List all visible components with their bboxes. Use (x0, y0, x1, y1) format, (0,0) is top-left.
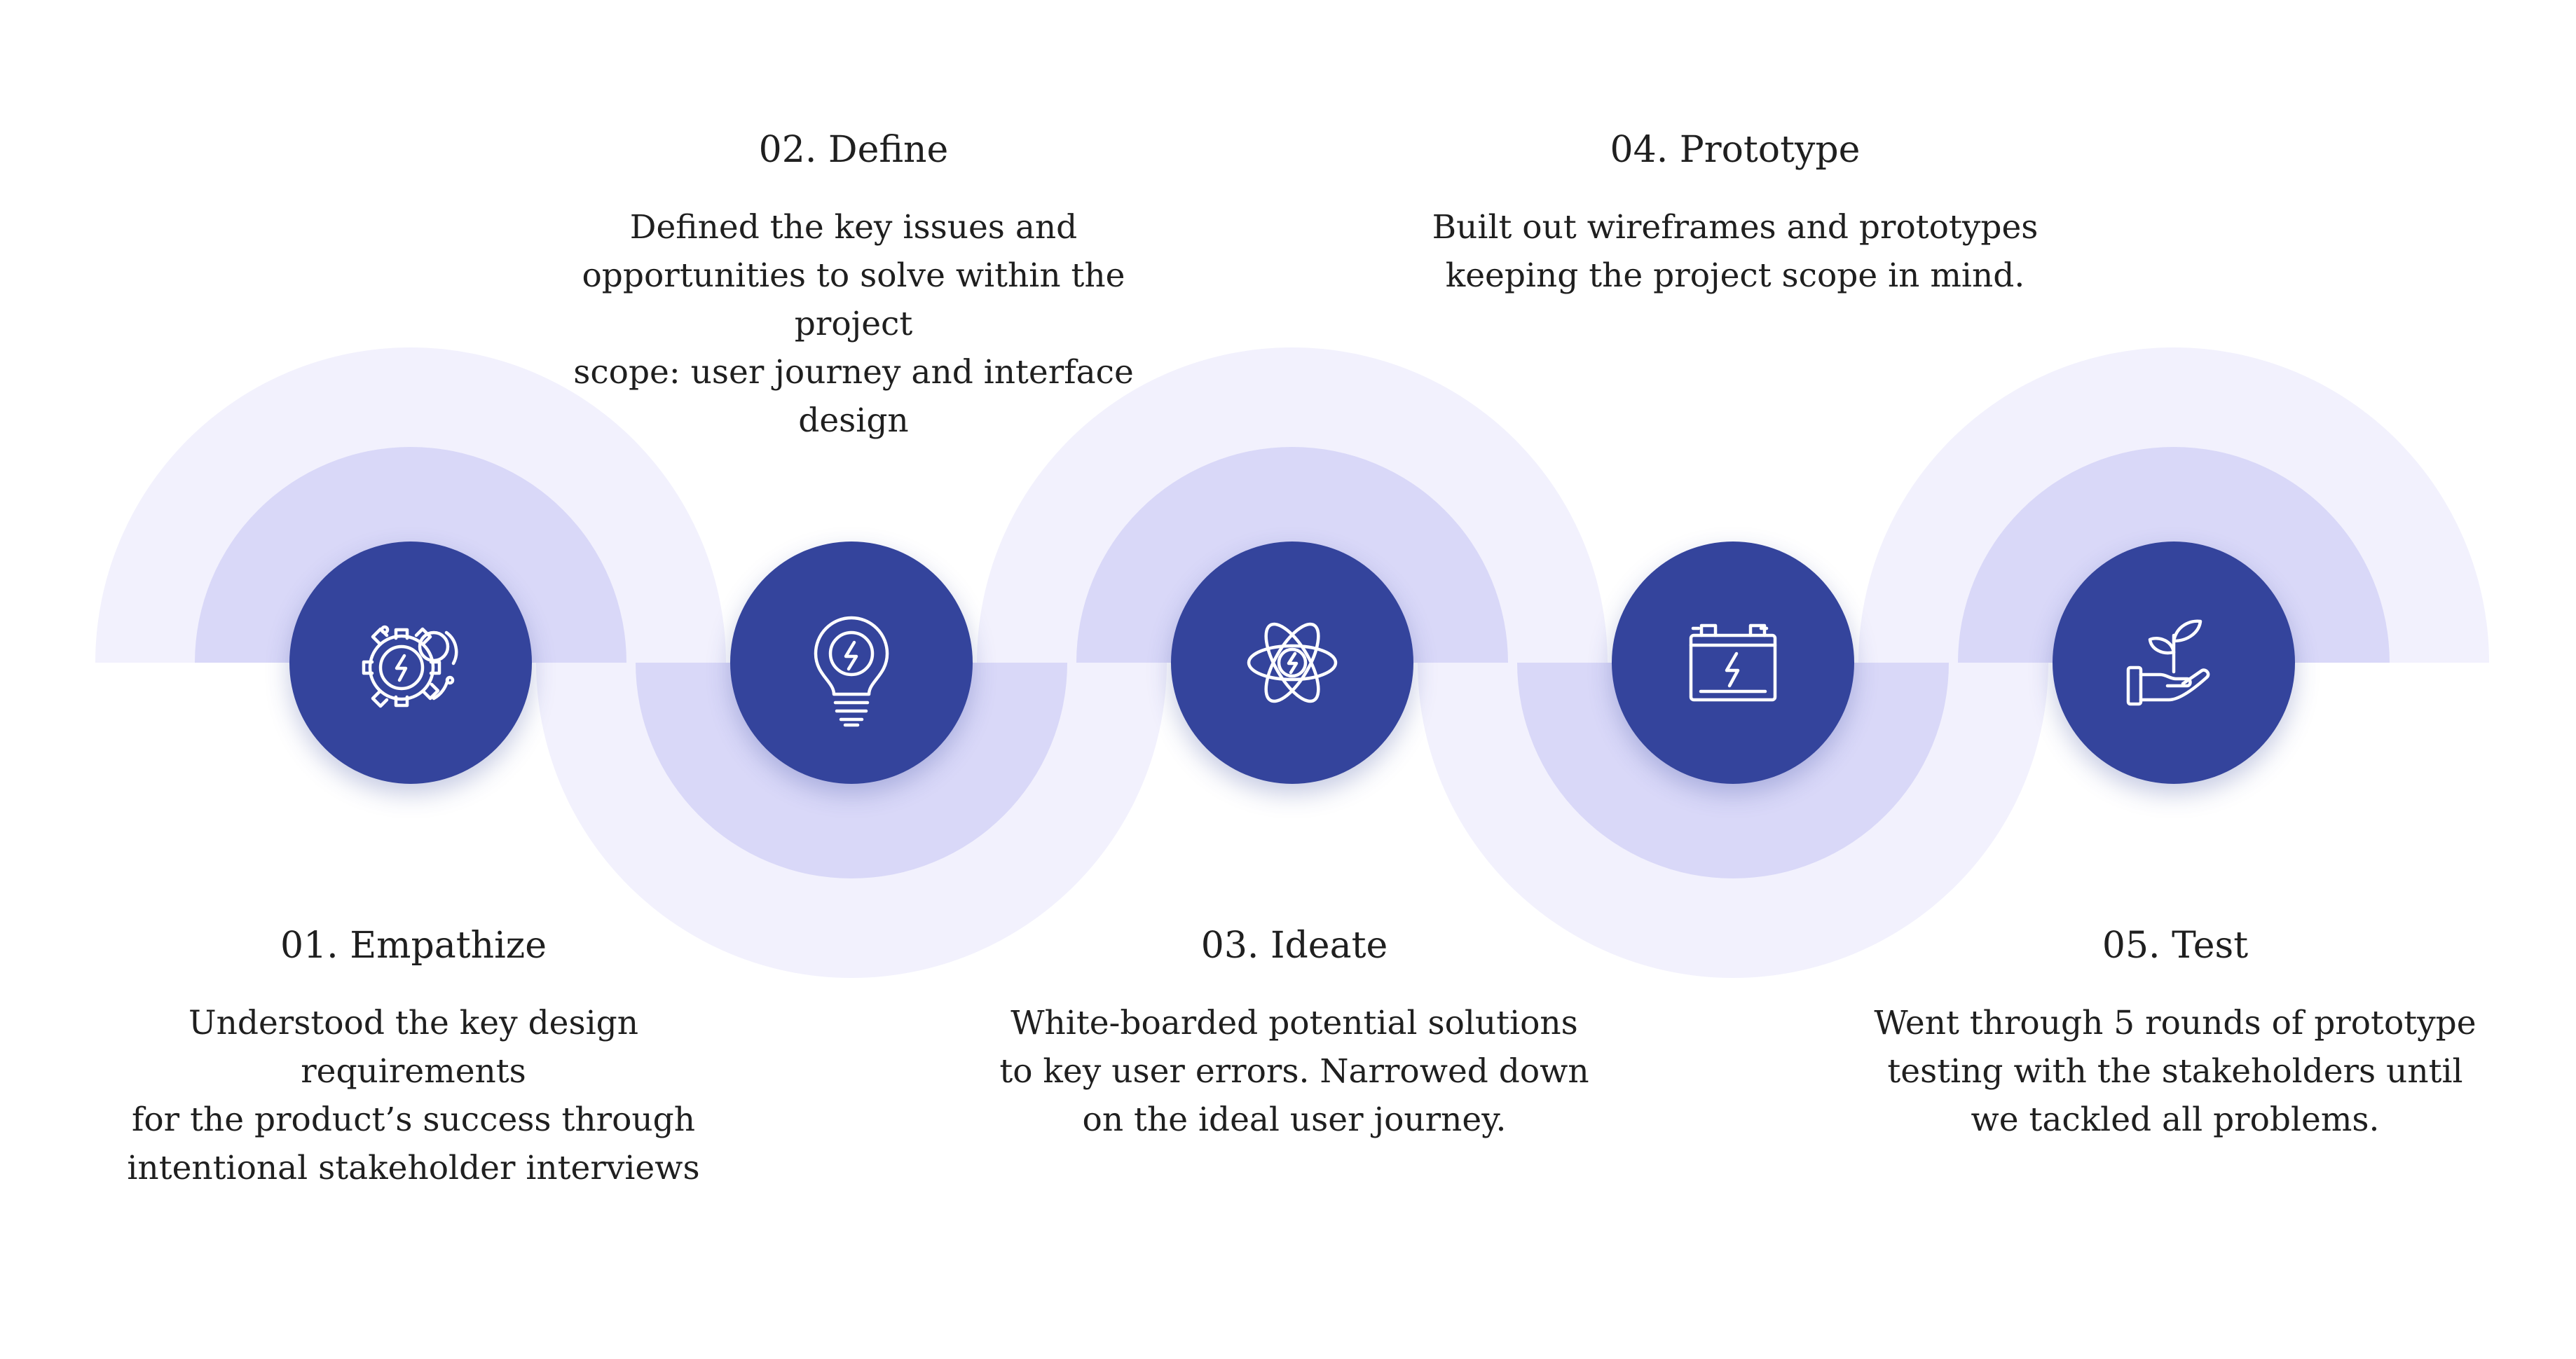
step-1-circle (289, 541, 532, 784)
step-4-text: 04. Prototype Built out wireframes and p… (1406, 126, 2064, 300)
lightbulb-icon (814, 616, 889, 727)
step-1-description: Understood the key design requirements f… (127, 1004, 700, 1187)
step-2-title: 02. Define (758, 129, 949, 171)
gears-lightning-icon (362, 625, 458, 708)
step-1-title: 01. Empathize (280, 925, 547, 967)
step-2-text: 02. Define Defined the key issues and op… (524, 126, 1183, 445)
step-3-title: 03. Ideate (1200, 925, 1388, 967)
step-4-title: 04. Prototype (1610, 129, 1861, 171)
step-3-description: White-boarded potential solutions to key… (999, 1004, 1589, 1139)
step-2-circle (730, 541, 973, 784)
step-4-description: Built out wireframes and prototypes keep… (1432, 208, 2039, 295)
step-5-description: Went through 5 rounds of prototype testi… (1874, 1004, 2476, 1139)
step-1-text: 01. Empathize Understood the key design … (84, 922, 743, 1192)
step-2-description: Defined the key issues and opportunities… (573, 208, 1134, 440)
step-3-circle (1171, 541, 1413, 784)
step-3-text: 03. Ideate White-boarded potential solut… (965, 922, 1624, 1144)
step-5-text: 05. Test Went through 5 rounds of protot… (1846, 922, 2505, 1144)
step-5-title: 05. Test (2102, 925, 2249, 967)
battery-icon (1689, 623, 1777, 702)
step-5-circle (2053, 541, 2295, 784)
hand-plant-icon (2126, 619, 2210, 706)
atom-lightning-icon (1247, 622, 1338, 703)
step-4-circle (1612, 541, 1854, 784)
